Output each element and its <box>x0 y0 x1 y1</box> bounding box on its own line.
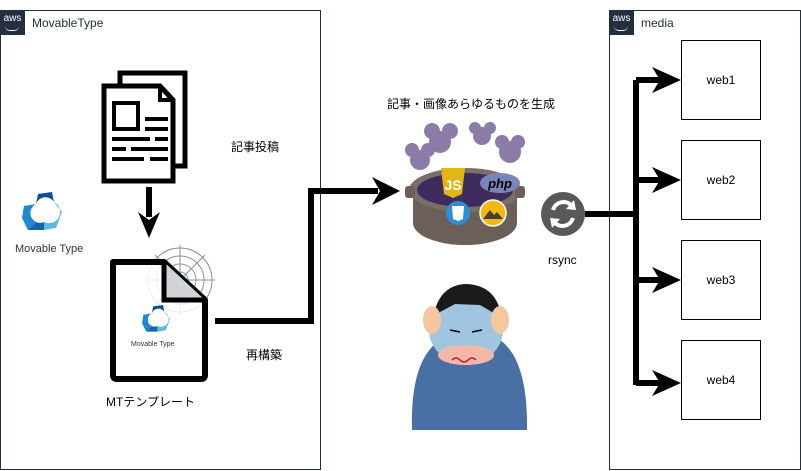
aws-icon: aws <box>0 10 25 35</box>
php-icon: php <box>480 173 520 193</box>
template-label: MTテンプレート <box>106 395 195 409</box>
distribution-arrowheads <box>652 67 681 396</box>
group-title-movabletype: MovableType <box>32 16 104 30</box>
rebuild-label: 再構築 <box>246 348 283 362</box>
document-lines <box>112 117 168 161</box>
generate-label: 記事・画像あらゆるものを生成 <box>387 97 556 111</box>
worried-person-icon <box>411 284 528 430</box>
css3-icon <box>446 201 470 225</box>
steam-icon <box>405 122 525 170</box>
svg-text:JS: JS <box>444 177 461 193</box>
post-label: 記事投稿 <box>231 140 280 154</box>
svg-text:php: php <box>487 176 512 191</box>
server-web4[interactable]: web4 <box>681 340 761 420</box>
aws-icon: aws <box>609 10 634 35</box>
movabletype-logo-label: Movable Type <box>15 243 84 255</box>
movabletype-logo-icon <box>22 192 62 230</box>
server-web2[interactable]: web2 <box>681 140 761 220</box>
server-web1[interactable]: web1 <box>681 40 761 120</box>
group-title-media: media <box>641 16 674 30</box>
rsync-icon[interactable] <box>541 192 585 236</box>
rebuild-connector <box>215 188 378 324</box>
arrowhead-web3-icon <box>652 267 681 293</box>
document-icon <box>101 70 188 184</box>
rsync-label: rsync <box>548 253 577 267</box>
arrowhead-web4-icon <box>652 370 681 396</box>
arrowhead-web1-icon <box>652 67 681 93</box>
down-arrow-icon <box>138 187 160 238</box>
template-movabletype-logo-icon <box>142 305 170 332</box>
js-icon: JS <box>441 168 465 198</box>
arrowhead-web2-icon <box>652 167 681 193</box>
template-file-icon <box>110 259 208 382</box>
rebuild-arrowhead-icon <box>372 177 400 205</box>
image-icon <box>479 199 507 227</box>
template-logo-label: Movable Type <box>131 341 175 348</box>
server-web3[interactable]: web3 <box>681 240 761 320</box>
distribution-connector <box>585 77 662 386</box>
